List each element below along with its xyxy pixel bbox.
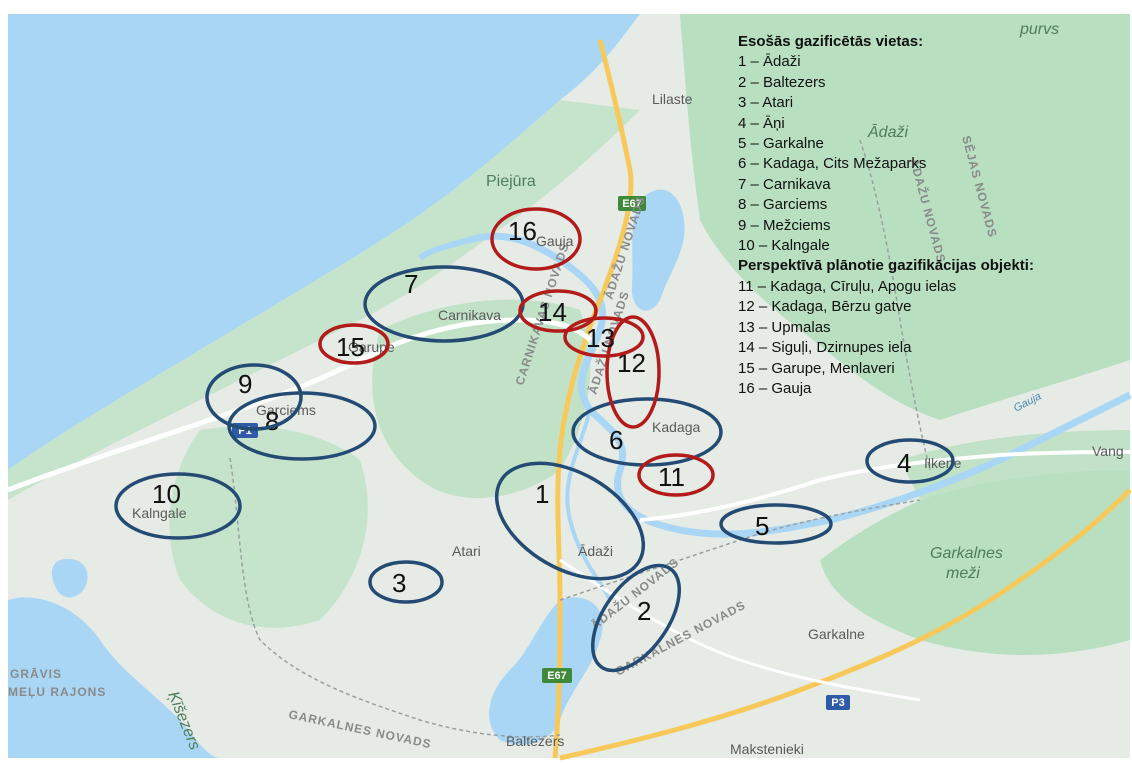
svg-text:E67: E67 xyxy=(547,670,567,682)
legend-item-16: 16 – Gauja xyxy=(738,379,812,397)
sea xyxy=(8,14,640,470)
region-boundary-3 xyxy=(859,139,931,471)
svg-text:7: 7 xyxy=(404,269,418,299)
marker-2[interactable]: 2 xyxy=(575,550,696,685)
forest-center xyxy=(372,299,591,499)
legend-item-8: 8 – Garciems xyxy=(738,196,828,214)
marker-11[interactable]: 11 xyxy=(637,453,715,497)
place-baltezers: Baltezers xyxy=(506,733,564,749)
legend-item-6: 6 – Kadaga, Cits Mežaparks xyxy=(738,155,927,173)
svg-text:2: 2 xyxy=(637,596,651,626)
marker-14[interactable]: 14 xyxy=(518,289,598,333)
region-boundary-1 xyxy=(229,457,561,738)
lake-north xyxy=(631,189,685,311)
lake-small-west xyxy=(51,558,88,598)
marker-4[interactable]: 4 xyxy=(865,438,955,484)
svg-text:14: 14 xyxy=(538,297,567,327)
svg-text:15: 15 xyxy=(336,332,365,362)
forest-north-east xyxy=(680,14,1130,420)
place-adazi-town: Ādaži xyxy=(578,543,613,559)
svg-text:P3: P3 xyxy=(831,697,844,709)
marker-16[interactable]: 16 xyxy=(490,207,582,271)
place-gravis: GRĀVIS xyxy=(10,667,62,681)
svg-text:E67: E67 xyxy=(622,198,642,210)
marker-13[interactable]: 13 xyxy=(563,316,645,358)
marker-6[interactable]: 6 xyxy=(571,397,723,467)
place-ilkene: Ilkene xyxy=(924,455,962,471)
legend-planned-title: Perspektīvā plānotie gazifikācijas objek… xyxy=(738,257,1034,275)
marker-1[interactable]: 1 xyxy=(477,439,664,602)
legend-item-14: 14 – Siguļi, Dzirnupes iela xyxy=(738,339,912,357)
road-p3 xyxy=(559,488,1132,761)
svg-text:11: 11 xyxy=(658,462,685,492)
legend-item-9: 9 – Mežciems xyxy=(738,216,831,234)
svg-text:4: 4 xyxy=(897,448,911,478)
svg-text:16: 16 xyxy=(508,216,537,246)
legend-item-13: 13 – Upmalas xyxy=(738,318,831,336)
place-piejura: Piejūra xyxy=(486,173,536,190)
lake-kisezers xyxy=(8,597,220,758)
place-garkalnes-mezi-line1: Garkalnes xyxy=(930,545,1003,562)
legend-item-3: 3 – Atari xyxy=(738,94,794,112)
river-gauja-mouth xyxy=(418,237,471,261)
legend-item-10: 10 – Kalngale xyxy=(738,237,830,255)
place-makstenieki: Makstenieki xyxy=(730,741,804,757)
place-lilaste: Lilaste xyxy=(652,91,693,107)
marker-15[interactable]: 15 xyxy=(318,323,390,365)
forest-east xyxy=(900,430,1130,500)
place-garupe: Garupe xyxy=(348,339,395,355)
place-melu-rajons: MEĻU RAJONS xyxy=(8,685,106,699)
svg-text:13: 13 xyxy=(586,323,615,353)
legend-item-15: 15 – Garupe, Menlaveri xyxy=(738,359,895,377)
legend-item-5: 5 – Garkalne xyxy=(738,135,824,153)
road-e67 xyxy=(552,39,634,759)
place-kadaga: Kadaga xyxy=(652,419,700,435)
legend-item-1: 1 – Ādaži xyxy=(738,53,801,71)
svg-text:1: 1 xyxy=(535,479,549,509)
svg-text:10: 10 xyxy=(152,479,181,509)
place-carnikava: Carnikava xyxy=(438,307,501,323)
legend-item-11: 11 – Kadaga, Cīruļu, Apogu ielas xyxy=(738,277,957,295)
forest-garkalne xyxy=(820,470,1130,655)
forest-south-west xyxy=(169,426,368,628)
legend-item-2: 2 – Baltezers xyxy=(738,73,826,91)
marker-10[interactable]: 10 xyxy=(114,472,242,540)
svg-text:3: 3 xyxy=(392,568,406,598)
svg-text:6: 6 xyxy=(609,425,623,455)
coastal-forest xyxy=(8,100,640,500)
legend: Esošās gazificētās vietas: 1 – Ādaži 2 –… xyxy=(738,32,1128,399)
place-atari: Atari xyxy=(452,543,481,559)
place-garkalnes-mezi-line2: meži xyxy=(946,565,980,582)
place-vang: Vang xyxy=(1092,443,1124,459)
marker-9[interactable]: 9 xyxy=(205,363,303,431)
place-adazi-region: Ādaži xyxy=(867,123,908,141)
road-east xyxy=(639,450,1131,522)
place-purvs: purvs xyxy=(1019,21,1059,38)
legend-item-4: 4 – Āņi xyxy=(738,114,785,132)
legend-existing-title: Esošās gazificētās vietas: xyxy=(738,33,924,50)
place-gauja: Gauja xyxy=(536,233,574,249)
road-shield-e67-south: E67 xyxy=(542,668,572,683)
svg-text:5: 5 xyxy=(755,511,769,541)
marker-5[interactable]: 5 xyxy=(719,503,833,545)
road-shield-p3: P3 xyxy=(826,695,850,710)
svg-text:9: 9 xyxy=(238,369,252,399)
marker-3[interactable]: 3 xyxy=(368,560,444,604)
legend-item-7: 7 – Carnikava xyxy=(738,175,831,193)
svg-text:8: 8 xyxy=(265,406,279,436)
road-shield-e67-north: E67 xyxy=(618,196,646,211)
place-garkalne: Garkalne xyxy=(808,626,865,642)
legend-item-12: 12 – Kadaga, Bērzu gatve xyxy=(738,298,912,316)
place-kalngale: Kalngale xyxy=(132,505,187,521)
